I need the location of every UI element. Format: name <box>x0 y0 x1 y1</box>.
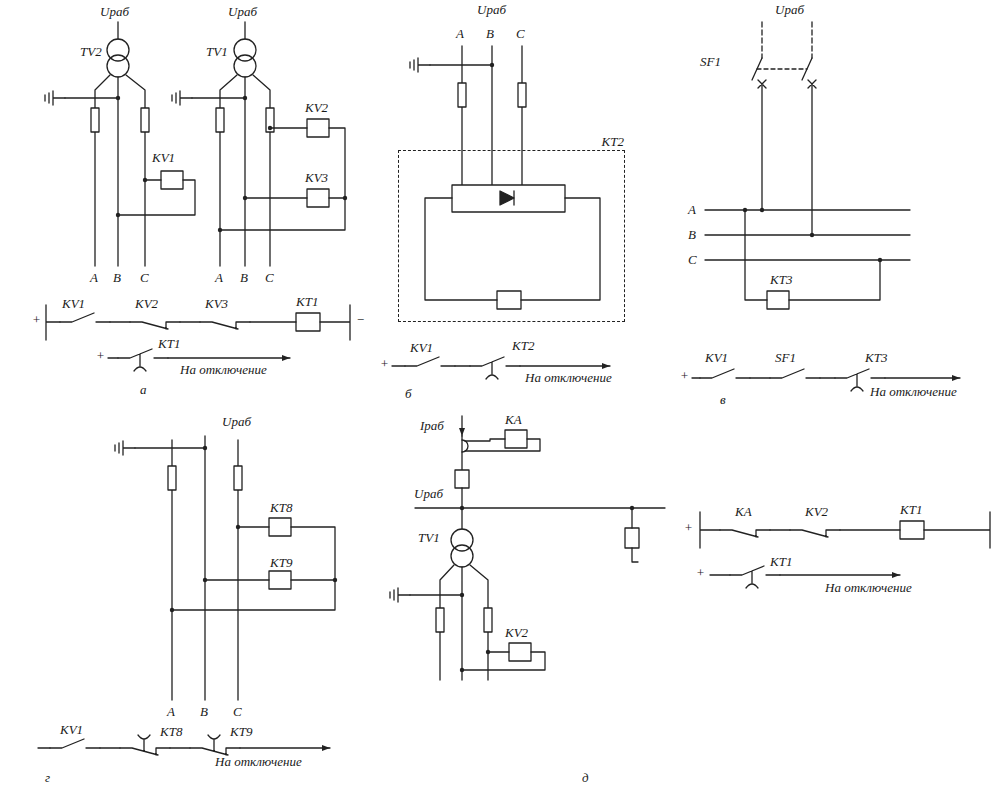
panel-or-phase-letter: в <box>720 392 726 407</box>
device-designation: KV1 <box>705 350 728 365</box>
panel-or-phase-letter: A <box>167 704 175 719</box>
panel-or-phase-letter: а <box>140 382 147 397</box>
panel-or-phase-letter: A <box>456 26 464 41</box>
supply-label: Uраб <box>228 4 257 19</box>
device-designation: KT2 <box>602 134 624 149</box>
device-designation: KV3 <box>305 170 328 185</box>
polarity-sign: − <box>356 312 365 327</box>
panel-or-phase-letter: C <box>140 270 149 285</box>
panel-or-phase-letter: C <box>516 26 525 41</box>
panel-or-phase-letter: C <box>265 270 274 285</box>
panel-or-phase-letter: д <box>582 770 589 785</box>
device-designation: KT1 <box>770 554 792 569</box>
device-designation: KV2 <box>805 504 828 519</box>
panel-or-phase-letter: A <box>688 202 696 217</box>
panel-or-phase-letter: B <box>688 227 696 242</box>
polarity-sign: + <box>680 368 689 383</box>
panel-or-phase-letter: г <box>45 770 50 785</box>
output-note: На отключение <box>525 370 612 385</box>
dashed-device-box: KT2 <box>398 150 625 322</box>
device-designation: SF1 <box>700 54 721 69</box>
panel-b <box>392 46 610 379</box>
panel-or-phase-letter: C <box>233 704 242 719</box>
device-designation: KV1 <box>152 150 175 165</box>
device-designation: KT3 <box>770 272 792 287</box>
polarity-sign: + <box>684 520 693 535</box>
device-designation: KT8 <box>160 724 182 739</box>
panel-g <box>38 436 337 755</box>
device-designation: KT1 <box>296 294 318 309</box>
device-designation: KV2 <box>505 625 528 640</box>
output-note: На отключение <box>825 580 912 595</box>
panel-d <box>390 416 990 680</box>
device-designation: KT1 <box>158 336 180 351</box>
device-designation: KV1 <box>60 722 83 737</box>
supply-label: Uраб <box>222 414 251 429</box>
device-designation: KV2 <box>305 100 328 115</box>
panel-or-phase-letter: б <box>405 386 412 401</box>
polarity-sign: + <box>96 348 105 363</box>
device-designation: KA <box>505 412 522 427</box>
supply-label: Uраб <box>775 2 804 17</box>
device-designation: KT3 <box>865 350 887 365</box>
device-designation: KV3 <box>205 296 228 311</box>
supply-label: Iраб <box>420 418 444 433</box>
device-designation: TV2 <box>80 44 102 59</box>
output-note: На отключение <box>180 362 267 377</box>
device-designation: KT1 <box>900 502 922 517</box>
output-note: На отключение <box>870 384 957 399</box>
panel-or-phase-letter: A <box>90 270 98 285</box>
panel-v <box>692 22 960 391</box>
panel-or-phase-letter: C <box>688 252 697 267</box>
device-designation: KT2 <box>512 338 534 353</box>
device-designation: KT8 <box>270 500 292 515</box>
panel-or-phase-letter: B <box>486 26 494 41</box>
device-designation: SF1 <box>775 350 796 365</box>
device-designation: TV1 <box>206 44 228 59</box>
panel-or-phase-letter: A <box>215 270 223 285</box>
device-designation: KT9 <box>230 724 252 739</box>
device-designation: KA <box>735 504 752 519</box>
polarity-sign: + <box>32 312 41 327</box>
panel-or-phase-letter: B <box>113 270 121 285</box>
panel-or-phase-letter: B <box>200 704 208 719</box>
device-designation: KV2 <box>135 296 158 311</box>
supply-label: Uраб <box>414 486 443 501</box>
device-designation: KT9 <box>270 555 292 570</box>
polarity-sign: + <box>696 565 705 580</box>
device-designation: TV1 <box>418 530 440 545</box>
device-designation: KV1 <box>62 296 85 311</box>
panel-or-phase-letter: B <box>240 270 248 285</box>
supply-label: Uраб <box>477 2 506 17</box>
polarity-sign: + <box>380 356 389 371</box>
output-note: На отключение <box>215 754 302 769</box>
panel-a <box>45 22 350 371</box>
device-designation: KV1 <box>410 340 433 355</box>
supply-label: Uраб <box>100 4 129 19</box>
